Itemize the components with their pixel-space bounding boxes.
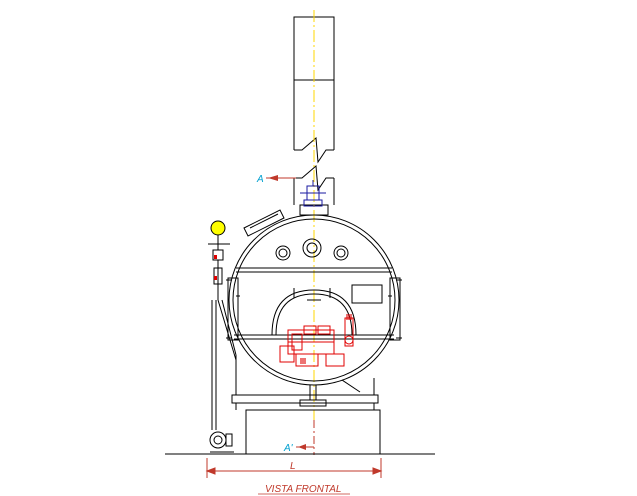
boiler-base [231,355,381,455]
burner-assembly [279,317,354,367]
dimension-l [205,458,383,478]
dimension-label: L [290,461,296,472]
section-label-top: A [256,174,264,185]
section-label-bottom: A' [283,443,294,454]
level-gauge-column [208,220,237,430]
view-title: VISTA FRONTAL [265,484,342,495]
feed-pump [209,431,234,453]
top-gauges [275,238,349,261]
side-frames [226,277,402,341]
gauge-column-markers [214,255,217,280]
burner-fill [300,314,352,364]
section-mark-bottom: A' [283,443,314,454]
stack-valve [300,180,326,207]
section-mark-top: A [256,174,296,185]
inspection-hatch [243,209,285,237]
